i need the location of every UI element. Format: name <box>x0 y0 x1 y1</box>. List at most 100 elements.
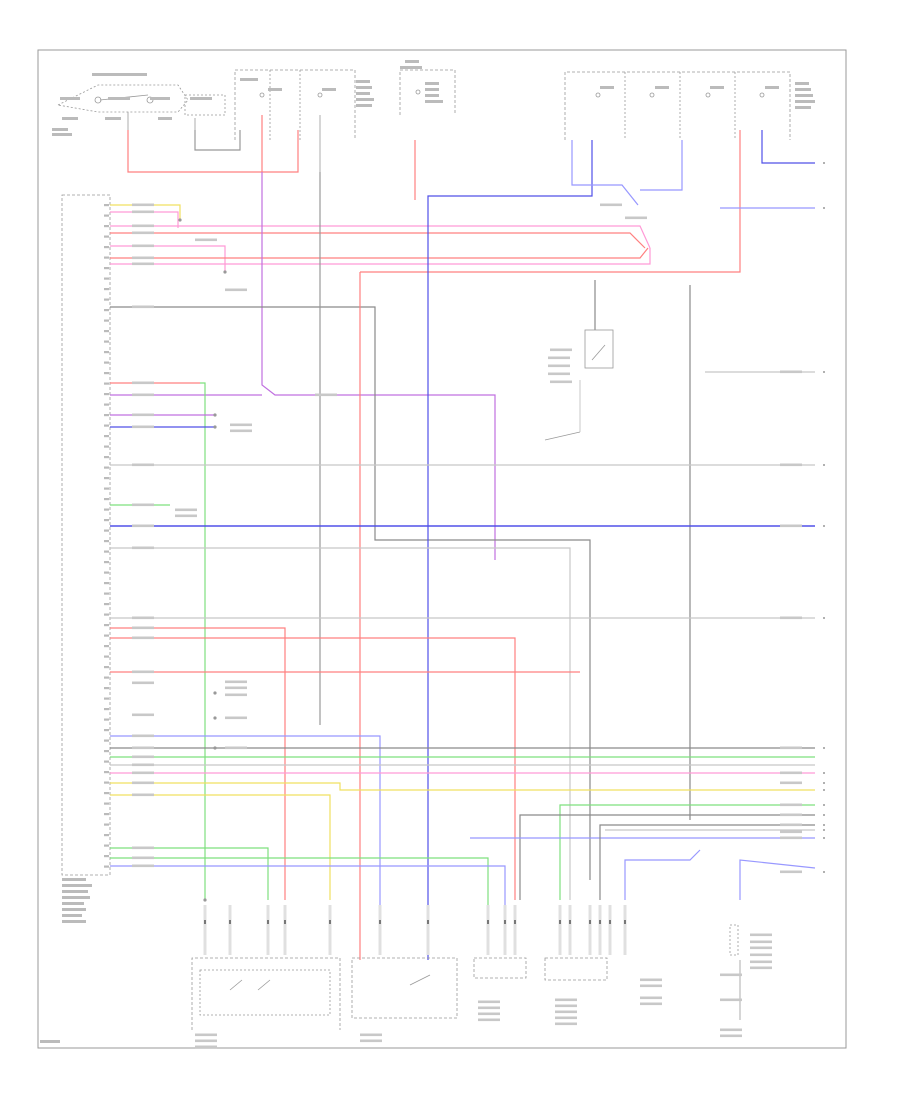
wire-color-code <box>132 626 154 630</box>
pin-number-mark <box>104 844 109 847</box>
pin-number-mark <box>104 582 109 585</box>
pin-number-mark <box>104 739 109 742</box>
terminal-dot <box>823 464 825 466</box>
diagram-frame <box>37 49 847 1049</box>
pin-mark <box>609 920 611 924</box>
fuse-box-right <box>564 71 791 140</box>
pin-number-mark <box>104 655 109 658</box>
terminal-dot <box>823 814 825 816</box>
wire-color-code <box>780 830 802 834</box>
pin-number-mark <box>104 309 109 312</box>
wire-color-code <box>225 716 247 720</box>
pin-mark <box>204 920 206 924</box>
pin-mark <box>624 920 626 924</box>
pin-number-mark <box>104 865 109 868</box>
pin-number-mark <box>104 382 109 385</box>
fuse-icon <box>415 89 421 95</box>
bottom-component-switch-b <box>351 957 458 1019</box>
pin-number-mark <box>104 487 109 490</box>
pcm-connector <box>61 194 111 876</box>
wire-color-code <box>780 746 802 750</box>
splice-dot <box>213 425 217 429</box>
pin-number-mark <box>104 760 109 763</box>
pin-number-mark <box>104 256 109 259</box>
splice-dot <box>213 746 217 750</box>
fuse-icon <box>705 92 711 98</box>
diagram-id-mark <box>40 1040 60 1043</box>
pin-number-mark <box>104 445 109 448</box>
splice-dot <box>213 413 217 417</box>
wire-color-code <box>780 813 802 817</box>
pin-stub <box>328 905 332 955</box>
pin-number-mark <box>104 288 109 291</box>
wire-color-code <box>750 933 772 937</box>
fuse-labels <box>240 60 815 109</box>
wire-color-code <box>720 973 742 977</box>
pin-number-mark <box>104 330 109 333</box>
pin-stub <box>228 905 232 955</box>
wire-color-code <box>478 1000 500 1004</box>
pin-number-mark <box>104 372 109 375</box>
fuse-box-left <box>234 69 356 140</box>
pin-stub <box>283 905 287 955</box>
fuse-icon <box>649 92 655 98</box>
pin-mark <box>427 920 429 924</box>
relay-switch <box>544 329 614 441</box>
terminal-dot <box>823 772 825 774</box>
wire-color-code <box>315 393 337 397</box>
wire-color-code <box>780 370 802 374</box>
pin-number-mark <box>104 634 109 637</box>
bottom-component-switch-a <box>191 957 341 1030</box>
wire-color-code <box>132 524 154 528</box>
wire-color-code <box>478 1012 500 1016</box>
terminal-dot <box>823 371 825 373</box>
wire-color-code <box>230 429 252 433</box>
pin-number-mark <box>104 246 109 249</box>
fuse-icon <box>759 92 765 98</box>
pin-number-mark <box>104 456 109 459</box>
wire-color-code <box>555 1016 577 1020</box>
wire-color-code <box>478 1018 500 1022</box>
wire-color-code <box>132 846 154 850</box>
wire-color-code <box>750 953 772 957</box>
splice-dot <box>213 716 217 720</box>
wire-color-code <box>548 356 570 360</box>
pin-number-mark <box>104 813 109 816</box>
pin-mark <box>284 920 286 924</box>
pin-number-mark <box>104 466 109 469</box>
wire-color-code <box>132 425 154 429</box>
pin-number-mark <box>104 676 109 679</box>
wire-color-code <box>555 1010 577 1014</box>
wire-color-code <box>555 1022 577 1026</box>
terminal-dot <box>823 782 825 784</box>
wire-color-code <box>132 393 154 397</box>
pin-number-mark <box>104 361 109 364</box>
wire-color-code <box>780 781 802 785</box>
pin-mark <box>589 920 591 924</box>
wire-color-code <box>225 686 247 690</box>
pin-number-mark <box>104 718 109 721</box>
wire-color-code <box>225 680 247 684</box>
pin-stub <box>568 905 572 955</box>
wire-color-code <box>132 670 154 674</box>
wire-color-code <box>175 514 197 518</box>
pin-number-mark <box>104 561 109 564</box>
wire-color-code <box>132 381 154 385</box>
wire-color-code <box>750 960 772 964</box>
pin-stub <box>598 905 602 955</box>
wire-color-code <box>132 210 154 214</box>
pin-number-mark <box>104 571 109 574</box>
pin-number-mark <box>104 750 109 753</box>
wire-color-code <box>640 1002 662 1006</box>
pin-mark <box>267 920 269 924</box>
pin-number-mark <box>104 393 109 396</box>
wire-color-code <box>132 771 154 775</box>
pin-number-mark <box>104 613 109 616</box>
wire-color-code <box>132 681 154 685</box>
pin-number-mark <box>104 519 109 522</box>
wire-color-code <box>550 348 572 352</box>
pin-number-mark <box>104 319 109 322</box>
wire-color-code <box>132 793 154 797</box>
wire-color-code <box>478 1006 500 1010</box>
